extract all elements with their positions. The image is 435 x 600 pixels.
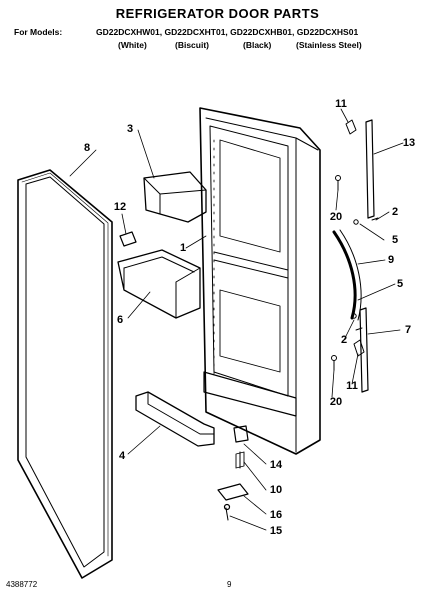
model-numbers: GD22DCXHW01, GD22DCXHT01, GD22DCXHB01, G…	[96, 27, 359, 37]
callout-11-top: 11	[335, 98, 347, 110]
callout-7: 7	[404, 324, 412, 336]
callout-13: 13	[402, 137, 416, 149]
callout-20-top: 20	[329, 211, 343, 223]
bottom-shelf-rail-part	[135, 391, 215, 447]
callout-6: 6	[116, 314, 124, 326]
callout-2-top: 2	[391, 206, 399, 218]
door-gasket-part	[17, 169, 113, 579]
callout-12: 12	[113, 201, 127, 213]
bin-clip-part	[119, 231, 137, 247]
callout-15: 15	[269, 525, 283, 537]
callout-5-top: 5	[391, 234, 399, 246]
upper-door-bin-part	[143, 171, 207, 223]
lower-trim-part	[359, 307, 369, 393]
callout-16: 16	[269, 509, 283, 521]
diagram-title: REFRIGERATOR DOOR PARTS	[115, 6, 320, 21]
callout-1: 1	[179, 242, 187, 254]
document-id: 4388772	[6, 580, 38, 589]
top-trim-part	[365, 119, 375, 219]
callout-8: 8	[83, 142, 91, 154]
color-biscuit: (Biscuit)	[175, 40, 209, 50]
lower-hinge-part	[217, 425, 249, 521]
callout-5-bottom: 5	[396, 278, 404, 290]
door-bin-part	[117, 249, 201, 319]
fasteners	[331, 119, 379, 371]
leader-lines	[69, 108, 404, 531]
callout-4: 4	[118, 450, 126, 462]
callout-2-bottom: 2	[340, 334, 348, 346]
callout-20-bottom: 20	[329, 396, 343, 408]
refrigerator-door-part	[199, 107, 321, 455]
color-white: (White)	[118, 40, 147, 50]
page-number: 9	[227, 580, 232, 589]
color-black: (Black)	[243, 40, 272, 50]
callout-3: 3	[126, 123, 134, 135]
callout-9: 9	[387, 254, 395, 266]
callout-14: 14	[269, 459, 283, 471]
models-label: For Models:	[14, 27, 63, 37]
callout-11-bottom: 11	[346, 380, 358, 392]
color-stainless: (Stainless Steel)	[296, 40, 362, 50]
door-handle-part	[332, 229, 362, 321]
callout-10: 10	[269, 484, 283, 496]
